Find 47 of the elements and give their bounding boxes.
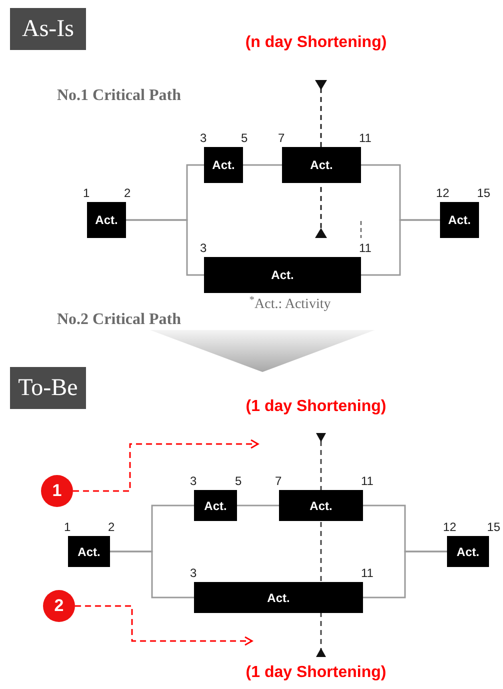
activity-box: Act. <box>87 202 126 238</box>
day-number: 1 <box>64 520 71 534</box>
day-number: 2 <box>108 520 115 534</box>
activity-box: Act. <box>279 490 363 521</box>
arrow <box>75 605 253 646</box>
day-number: 1 <box>83 186 90 200</box>
activity-box: Act. <box>194 582 363 613</box>
arrow <box>73 439 259 492</box>
activity-box: Act. <box>204 147 243 183</box>
day-number: 5 <box>241 131 248 145</box>
section-tag: As-Is <box>10 8 86 50</box>
day-number: 12 <box>443 520 456 534</box>
annotation-text: (1 day Shortening) <box>246 663 386 683</box>
section-tag: To-Be <box>10 367 86 409</box>
transition-chevron <box>150 330 375 372</box>
connector-line <box>126 219 204 276</box>
connector-line <box>237 504 279 506</box>
activity-box: Act. <box>440 202 479 238</box>
activity-box: Act. <box>282 147 361 183</box>
annotation-text: No.1 Critical Path <box>57 86 181 106</box>
activity-box: Act. <box>204 257 361 293</box>
day-number: 11 <box>361 566 374 580</box>
day-number: 3 <box>190 566 197 580</box>
annotation-text: $^{*}$Act.: Activity <box>249 296 331 314</box>
annotation-text: (1 day Shortening) <box>246 397 386 417</box>
connector-line <box>110 550 194 598</box>
day-number: 11 <box>359 241 372 255</box>
connector-line <box>361 219 440 276</box>
day-number: 5 <box>235 474 242 488</box>
day-number: 7 <box>275 474 282 488</box>
day-number: 7 <box>278 131 285 145</box>
activity-box: Act. <box>447 536 489 567</box>
annotation-text: (n day Shortening) <box>245 33 387 53</box>
day-number: 12 <box>436 186 450 200</box>
day-number: 11 <box>361 474 374 488</box>
day-number: 3 <box>200 131 207 145</box>
day-number: 3 <box>200 241 207 255</box>
activity-box: Act. <box>194 490 237 521</box>
day-number: 11 <box>359 131 372 145</box>
annotation-text: No.2 Critical Path <box>57 310 181 330</box>
day-number: 2 <box>124 186 131 200</box>
connector-line <box>243 164 282 166</box>
activity-box: Act. <box>68 536 110 567</box>
connector-line <box>363 550 447 598</box>
day-number: 15 <box>487 520 500 534</box>
day-number: 3 <box>190 474 197 488</box>
day-number: 15 <box>477 186 490 200</box>
